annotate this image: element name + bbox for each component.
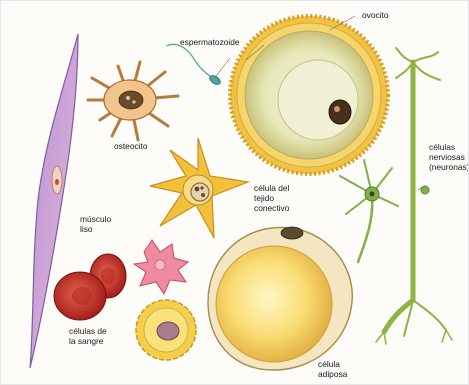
osteocyte [88,62,178,140]
label-ovocito: ovocito [362,10,389,20]
label-espermatozoide: espermatozoide [180,37,240,47]
label-musculo-liso: músculo liso [80,214,111,234]
connective-tissue-cell [150,138,248,238]
label-osteocito: osteocito [114,141,148,151]
label-celula-tejido-conectivo: célula del tejido conectivo [254,183,289,213]
label-celulas-nerviosas: células nerviosas (neuronas) [429,142,469,172]
white-blood-cell [136,300,196,360]
neuron-small [340,160,398,262]
red-blood-cells [54,254,126,320]
label-celulas-sangre: células de la sangre [69,326,107,346]
sperm-cell [166,44,222,86]
platelet [134,240,188,294]
label-celula-adiposa: célula adiposa [318,359,347,379]
ovocyte [230,16,388,174]
adipose-cell [208,227,352,370]
